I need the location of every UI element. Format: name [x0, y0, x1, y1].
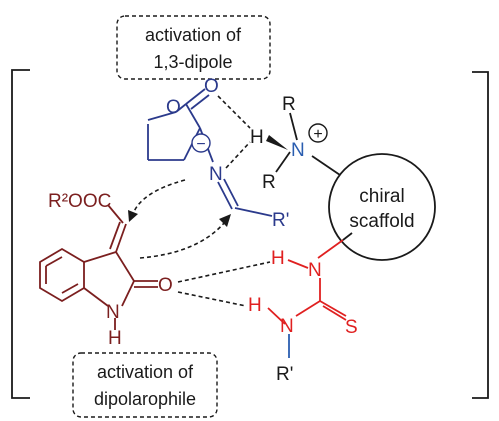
- callout-dipole-line2: 1,3-dipole: [153, 52, 232, 72]
- dipole-carbonyl-oxygen: O: [204, 76, 219, 97]
- callout-dipolarophile: activation of dipolarophile: [72, 352, 218, 418]
- oxindole-nitrogen: N: [106, 302, 120, 323]
- right-bracket: [472, 71, 489, 399]
- carbanion-charge: −: [191, 133, 211, 153]
- thiourea-top-hydrogen: H: [271, 248, 285, 269]
- ammonium-r-bottom: R: [262, 172, 276, 193]
- arrow-heads: [128, 210, 231, 227]
- ammonium-bonds: [275, 112, 341, 176]
- thiourea-top-nitrogen: N: [308, 260, 322, 281]
- chiral-scaffold: chiral scaffold: [328, 153, 436, 261]
- hydrogen-bond-interactions: [177, 95, 271, 307]
- ammonium-nitrogen: N: [291, 140, 305, 161]
- oxindole-dipolarophile: [39, 204, 158, 330]
- dipolarophile-ester: R²OOC: [48, 191, 111, 212]
- oxindole-carbonyl-oxygen: O: [158, 275, 173, 296]
- ammonium-r-top: R: [282, 94, 296, 115]
- svg-text:−: −: [196, 136, 205, 153]
- thiourea-bottom-hydrogen: H: [248, 295, 262, 316]
- ammonium-wedge-bond: [266, 135, 288, 150]
- thiourea-sulfur: S: [345, 317, 358, 338]
- dipole-ring-oxygen: O: [166, 97, 181, 118]
- callout-dipolarophile-line2: dipolarophile: [94, 389, 196, 409]
- thiourea-bonds: [267, 239, 347, 325]
- ammonium-charge: +: [308, 123, 328, 143]
- callout-dipole: activation of 1,3-dipole: [116, 15, 271, 80]
- left-bracket: [11, 69, 30, 399]
- callout-dipole-line1: activation of: [145, 25, 242, 45]
- cycloaddition-arrows: [132, 179, 226, 259]
- oxindole-hydrogen: H: [108, 328, 122, 349]
- ammonium-hydrogen: H: [250, 127, 264, 148]
- thiourea-bottom-nitrogen: N: [280, 316, 294, 337]
- callout-dipolarophile-line1: activation of: [97, 362, 194, 382]
- svg-text:+: +: [313, 126, 322, 143]
- dipole-imine-nitrogen: N: [209, 164, 223, 185]
- dipole-substituent: R': [272, 210, 289, 231]
- scaffold-line1: chiral: [359, 186, 404, 207]
- thiourea-substituent: R': [276, 364, 293, 385]
- scaffold-line2: scaffold: [349, 211, 414, 232]
- thiourea-scaffold-bond: [342, 232, 353, 241]
